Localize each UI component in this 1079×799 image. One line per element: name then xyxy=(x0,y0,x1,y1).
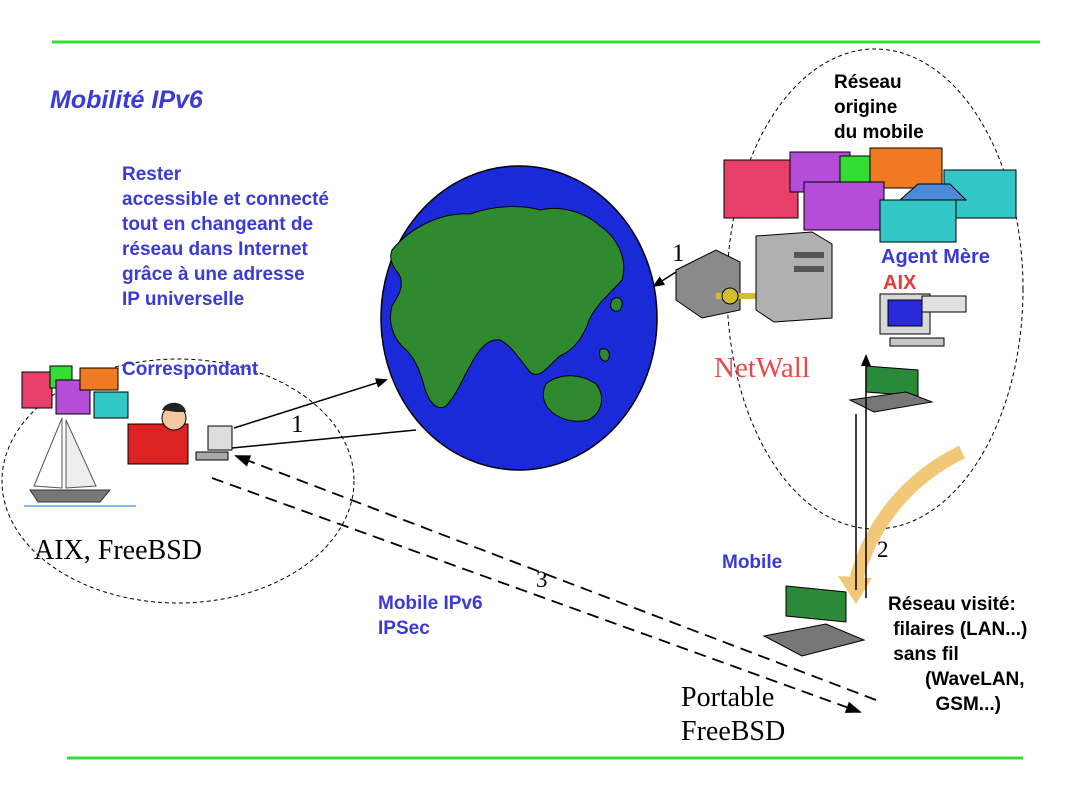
step-1-label: 1 xyxy=(291,411,304,438)
correspondent-os-label: AIX, FreeBSD xyxy=(34,535,202,566)
correspondent-label: Correspondant xyxy=(122,359,259,380)
home-network-buildings-icon xyxy=(723,147,1017,243)
movement-arrow xyxy=(849,445,966,582)
page-title: Mobilité IPv6 xyxy=(50,86,203,114)
goal-description: Rester accessible et connecté tout en ch… xyxy=(122,164,329,310)
movement-arrowhead xyxy=(838,576,872,604)
firewall-icon xyxy=(675,249,762,319)
protocols-label: Mobile IPv6 IPSec xyxy=(378,593,483,639)
arrow-3-to-correspondent xyxy=(234,455,877,701)
step-1-firewall-label: 1 xyxy=(672,240,685,267)
visited-network-label: Réseau visité: filaires (LAN...) sans fi… xyxy=(888,594,1028,715)
home-agent-computer-icon xyxy=(879,293,967,347)
home-agent-label: Agent Mère xyxy=(881,246,990,268)
server-icon xyxy=(755,231,833,323)
globe-icon xyxy=(380,165,658,471)
sailboat-icon xyxy=(24,417,136,507)
step-2-label: 2 xyxy=(877,537,889,562)
mobile-laptop-icon xyxy=(762,585,866,657)
arrow-1-from-internet xyxy=(231,429,417,449)
home-laptop-icon xyxy=(848,365,934,413)
arrow-1-to-internet xyxy=(233,378,388,429)
correspondent-buildings-icon xyxy=(21,365,129,419)
correspondent-network-ellipse xyxy=(1,358,355,604)
step-3-label: 3 xyxy=(536,567,548,592)
portable-label: Portable FreeBSD xyxy=(681,682,786,747)
arrow-1-firewall xyxy=(652,271,677,288)
correspondent-user-icon xyxy=(127,402,233,465)
home-network-label: Réseau origine du mobile xyxy=(834,72,924,143)
mobile-label: Mobile xyxy=(722,552,783,573)
firewall-label: NetWall xyxy=(714,352,810,384)
arrow-3-to-mobile xyxy=(211,477,862,713)
home-agent-os-label: AIX xyxy=(883,272,917,294)
